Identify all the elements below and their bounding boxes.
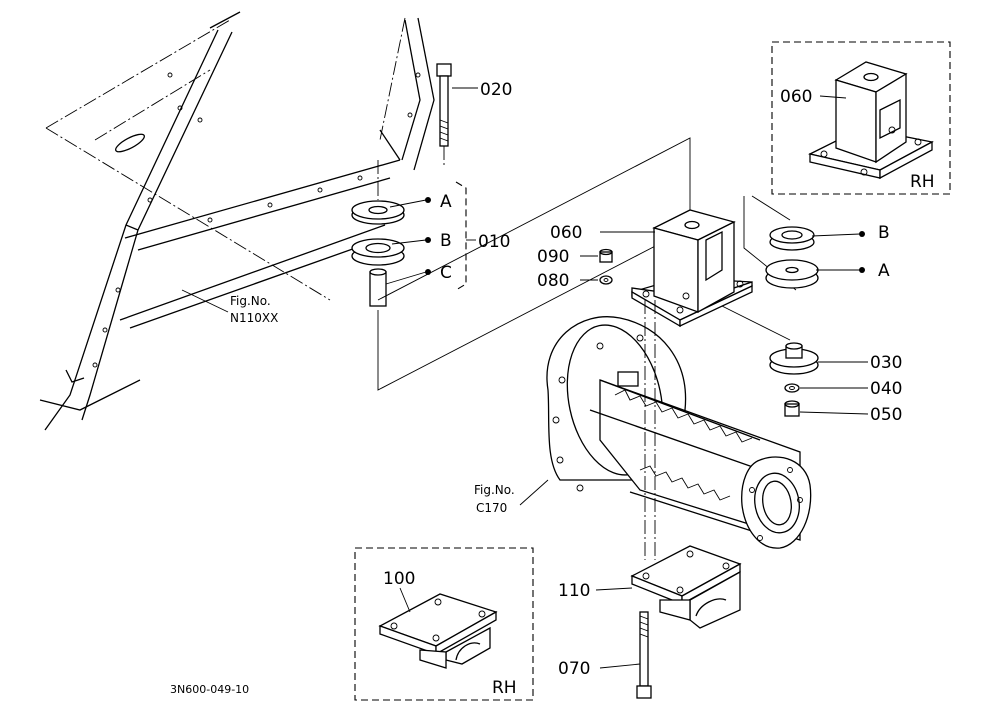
frame-ref-leader [181,289,229,313]
leader-050 [799,411,869,415]
leader-110 [595,587,633,591]
inset-rh-bottom [354,547,534,701]
callout-b-left: B [440,231,452,251]
nut-050 [784,400,800,417]
dot-b-right [859,231,865,237]
mount-030 [769,342,819,375]
leader-b-left [391,239,427,245]
inset-top-side-label: RH [910,172,935,192]
leader-a-left [389,199,427,208]
bolt-020 [436,63,452,147]
leader-b-right [811,233,861,237]
housing-ref-line1: Fig.No. [474,483,515,497]
leader-c-left [385,271,427,285]
part-070-label: 070 [558,659,590,679]
mount-ref-line-2 [751,195,791,221]
sleeve-c-left [369,268,387,307]
callout-a-left: A [440,192,452,212]
callout-c-left: C [440,263,452,283]
frame-rail [39,11,435,431]
dot-a-left [425,197,431,203]
bracket-110 [630,545,742,629]
frame-ref-line2: N110XX [230,311,278,325]
bracket-010 [455,181,467,291]
part-010-label: 010 [478,232,510,252]
part-040-label: 040 [870,379,902,399]
bracket-060-rh [808,61,934,180]
rubber-mount-a-right [765,259,819,289]
part-100-label: 100 [383,569,415,589]
part-080-label: 080 [537,271,569,291]
housing-ref-line2: C170 [476,501,507,515]
axle-housing [546,316,812,549]
part-110-label: 110 [558,581,590,601]
rubber-mount-b-left [351,238,405,266]
part-090-label: 090 [537,247,569,267]
bracket-100-rh [378,593,498,669]
dot-a-right [859,267,865,273]
callout-a-right: A [878,261,890,281]
dot-b-left [425,237,431,243]
leader-100 [399,587,411,613]
leader-070 [599,663,641,669]
housing-ref-leader [519,479,549,506]
inset-rh-top [771,41,951,195]
leader-060-rh [819,95,847,99]
part-020-label: 020 [480,80,512,100]
bracket-060 [631,209,753,328]
part-050-label: 050 [870,405,902,425]
rubber-mount-a-left [351,200,405,225]
rubber-mount-b-right [769,226,815,251]
part-030-label: 030 [870,353,902,373]
bolt-070 [636,611,652,699]
washer-080 [599,275,613,285]
frame-ref-line1: Fig.No. [230,294,271,308]
part-060-rh-label: 060 [780,87,812,107]
inset-bottom-side-label: RH [492,678,517,698]
washer-040 [784,383,800,393]
callout-b-right: B [878,223,890,243]
drawing-id: 3N600-049-10 [170,683,249,696]
nut-090 [599,248,613,263]
part-060-main-label: 060 [550,223,582,243]
mount-ref-line-3 [709,299,791,341]
